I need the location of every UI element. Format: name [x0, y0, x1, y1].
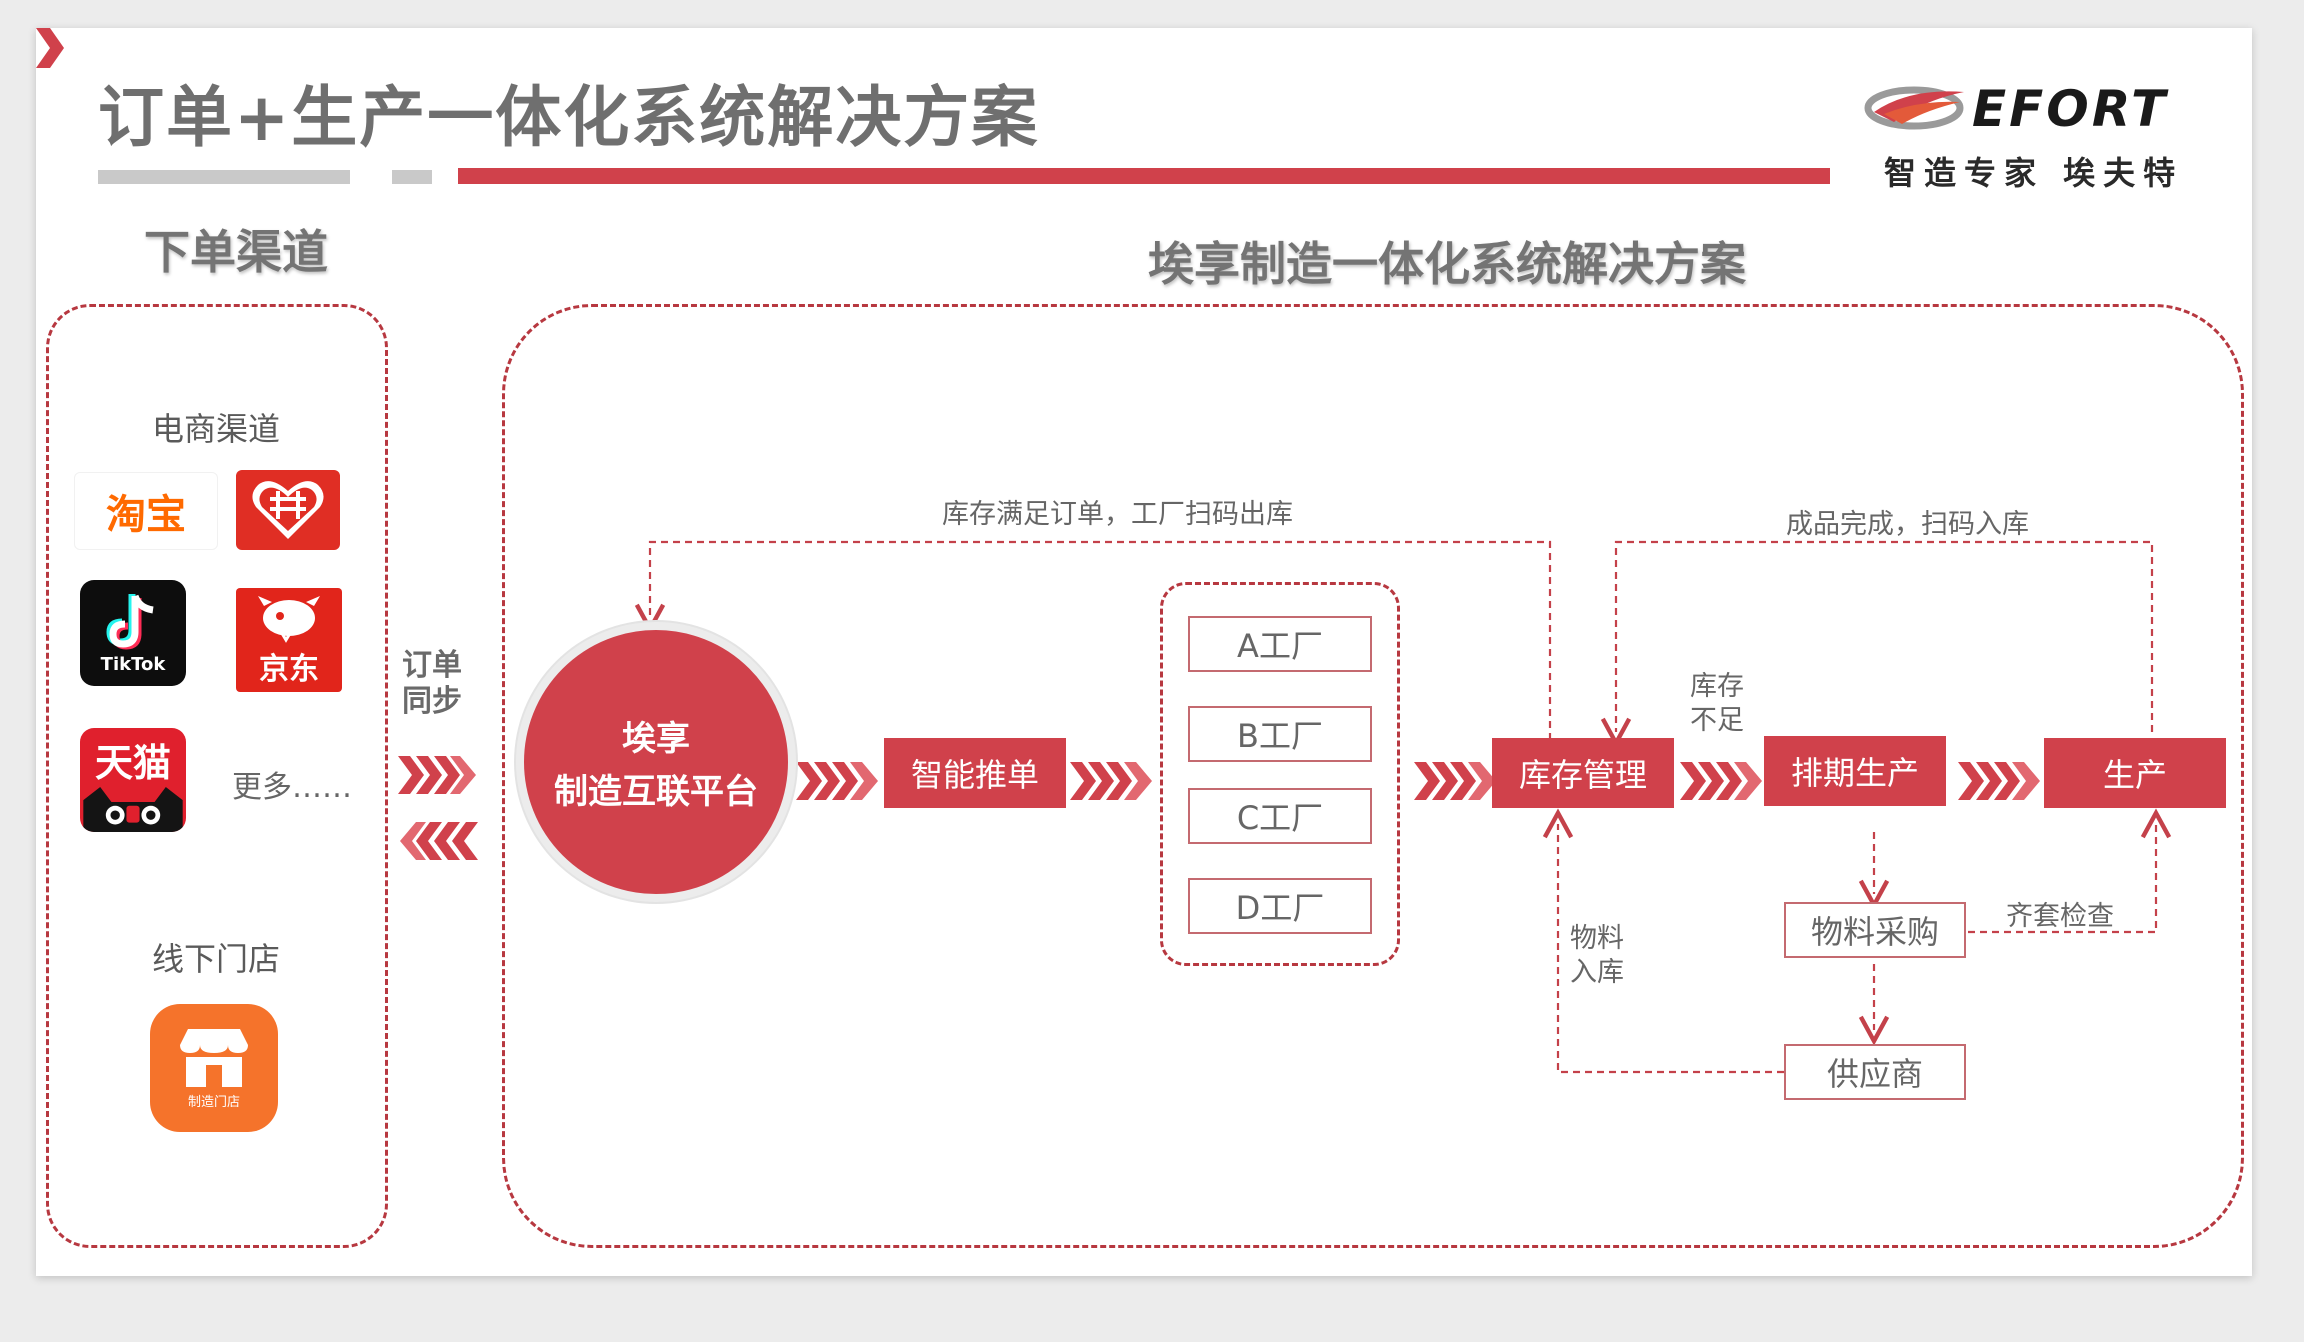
- solution-box: [502, 304, 2244, 1248]
- tmall-text: 天猫: [94, 741, 171, 785]
- note-material-in: 物料 入库: [1570, 922, 1624, 990]
- smart-dispatch-node[interactable]: 智能推单: [884, 738, 1066, 808]
- platform-line1: 埃享: [622, 719, 690, 759]
- logo-brand: EFORT: [1972, 80, 2169, 138]
- pinduoduo-heart-icon: [252, 481, 324, 539]
- order-channel-box: [46, 304, 388, 1248]
- dispatch-to-factories-arrows-icon: [1070, 762, 1152, 800]
- tmall-icon[interactable]: 天猫: [80, 728, 186, 832]
- note-stock-short-line2: 不足: [1690, 705, 1744, 736]
- note-material-in-line2: 入库: [1570, 957, 1624, 988]
- order-sync-line2: 同步: [402, 684, 462, 719]
- note-stock-satisfies: 库存满足订单，工厂扫码出库: [942, 499, 1293, 530]
- factory-b[interactable]: B工厂: [1188, 706, 1372, 762]
- taobao-text: 淘宝: [106, 492, 186, 538]
- tiktok-note-icon: [106, 593, 154, 650]
- factory-group-box: [1160, 582, 1400, 966]
- supplier-node[interactable]: 供应商: [1784, 1044, 1966, 1100]
- order-sync-label: 订单 同步: [402, 648, 462, 720]
- schedule-node[interactable]: 排期生产: [1764, 736, 1946, 806]
- material-purchase-node[interactable]: 物料采购: [1784, 902, 1966, 958]
- storefront-icon: [180, 1028, 248, 1087]
- title-underline-grey: [98, 170, 350, 184]
- slide: 订单+生产一体化系统解决方案 EFORT 智造专家 埃夫特 下单渠道 电商渠道 …: [36, 28, 2252, 1276]
- factory-a[interactable]: A工厂: [1188, 616, 1372, 672]
- note-finished-goods: 成品完成，扫码入库: [1786, 509, 2029, 540]
- note-material-in-line1: 物料: [1570, 923, 1624, 954]
- store-icon[interactable]: 制造门店: [150, 1004, 278, 1132]
- chevron-arrows: [36, 28, 64, 68]
- taobao-icon[interactable]: 淘宝: [74, 472, 218, 550]
- tmall-cat-icon: [83, 787, 183, 832]
- note-kit-check: 齐套检查: [2006, 901, 2114, 932]
- logo-tagline: 智造专家 埃夫特: [1884, 154, 2184, 192]
- tiktok-text: TikTok: [100, 653, 166, 675]
- order-sync-line1: 订单: [402, 648, 462, 683]
- factory-c[interactable]: C工厂: [1188, 788, 1372, 844]
- efort-logo: EFORT 智造专家 埃夫特: [1864, 78, 2204, 208]
- pinduoduo-icon[interactable]: [236, 470, 340, 550]
- factory-d[interactable]: D工厂: [1188, 878, 1372, 934]
- platform-node[interactable]: 埃享 制造互联平台: [516, 622, 796, 902]
- flow-connectors: [36, 28, 2252, 1074]
- platform-line2: 制造互联平台: [554, 772, 758, 812]
- inventory-to-schedule-arrows-icon: [1680, 762, 1762, 800]
- schedule-to-production-arrows-icon: [1958, 762, 2040, 800]
- ecommerce-label: 电商渠道: [152, 410, 281, 448]
- note-stock-short: 库存 不足: [1690, 670, 1744, 738]
- tiktok-icon[interactable]: TikTok: [80, 580, 186, 686]
- jd-icon[interactable]: 京东: [236, 588, 342, 692]
- title-underline-red: [458, 168, 1830, 184]
- sync-back-arrows-icon: [400, 822, 478, 860]
- offline-store-label: 线下门店: [152, 940, 281, 978]
- more-label: 更多……: [232, 770, 352, 805]
- left-heading: 下单渠道: [144, 225, 328, 279]
- title-underline-grey-short: [392, 170, 432, 184]
- store-caption: 制造门店: [187, 1094, 240, 1110]
- jd-text: 京东: [259, 652, 319, 687]
- platform-to-dispatch-arrows-icon: [796, 762, 878, 800]
- efort-swoosh-icon: [1864, 86, 1964, 130]
- note-stock-short-line1: 库存: [1690, 671, 1744, 702]
- page-title: 订单+生产一体化系统解决方案: [98, 79, 1040, 156]
- jd-dog-icon: [258, 596, 320, 643]
- factories-to-inventory-arrows-icon: [1414, 762, 1496, 800]
- production-node[interactable]: 生产: [2044, 738, 2226, 808]
- inventory-node[interactable]: 库存管理: [1492, 738, 1674, 808]
- sync-forward-arrows-icon: [398, 756, 476, 794]
- right-heading: 埃享制造一体化系统解决方案: [1148, 237, 1746, 291]
